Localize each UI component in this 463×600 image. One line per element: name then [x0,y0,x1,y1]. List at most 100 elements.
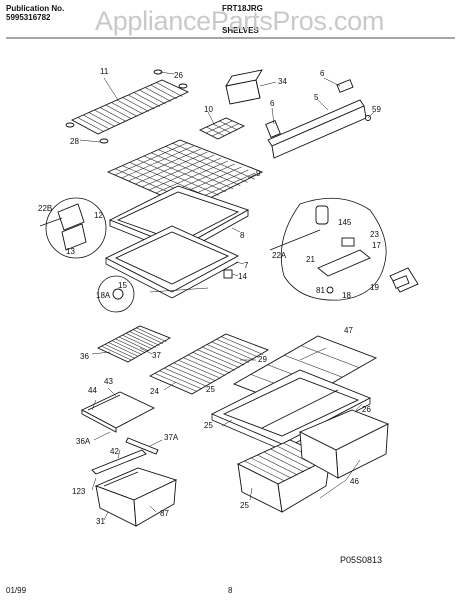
wire-line [132,329,164,344]
callout-24: 24 [150,387,159,396]
wire-line [116,99,144,115]
wire-line [133,92,161,107]
wire-line [108,342,139,357]
pan-31 [94,467,178,527]
clip-28 [65,122,75,128]
wire-line [111,340,143,355]
callout-29: 29 [258,355,267,364]
wire-line [139,89,166,105]
wire-line [114,142,187,176]
wire-line [99,107,127,122]
callout-17: 17 [372,241,381,250]
callout-19: 19 [370,283,379,292]
wire-line [221,336,264,355]
footer-date: 01/99 [6,586,27,595]
wire-line [159,370,202,390]
publication-label: Publication No. [6,4,65,13]
watermark: AppliancePartsPros.com [95,6,385,36]
bracket-22b [39,203,87,251]
callout-6: 6 [320,69,325,78]
wire-line [173,362,216,382]
rail-42 [91,449,147,475]
callout-6-b: 6 [270,99,275,108]
callout-11: 11 [100,67,109,76]
egg-tray-10 [198,117,246,140]
crisper-drawer-right [298,409,390,479]
callout-42: 42 [110,447,119,456]
publication-number: 5995316782 [6,13,51,22]
wire-line [284,354,343,378]
wire-line [88,112,116,127]
callout-12: 12 [94,211,103,220]
wire-line [128,148,201,182]
wire-line [197,349,240,369]
pan-cover-43 [80,391,156,433]
wire-shelf-36 [96,325,172,363]
callout-7: 7 [244,261,249,270]
wire-line [205,120,233,134]
clip-26 [153,69,163,75]
wire-line [187,354,231,374]
callout-37a: 37A [164,433,179,442]
rail-37a [125,437,159,455]
callout-25-c: 25 [240,501,249,510]
callout-18a: 18A [96,291,111,300]
wire-line [118,336,150,352]
wire-line [101,345,132,361]
light-cover-19 [389,267,419,293]
wire-line [211,341,254,361]
callout-59: 59 [372,105,381,114]
wire-shelf-11 [70,79,190,135]
wire-line [164,367,207,387]
model-number: FRT18JRG [222,4,263,13]
callout-15: 15 [118,281,127,290]
callout-10: 10 [204,105,213,114]
section-title: SHELVES [222,26,259,35]
page-number: 8 [228,586,233,595]
callout-13: 13 [66,247,75,256]
wire-shelf-24 [148,333,270,395]
wire-line [77,117,104,132]
callout-5: 5 [314,93,319,102]
wire-line [125,333,157,348]
wire-line [148,157,222,191]
callout-47: 47 [344,326,353,335]
wire-line [216,338,259,358]
callout-36: 36 [80,352,89,361]
wire-line [150,84,177,100]
wire-line [156,82,183,97]
clip-26b [178,83,188,89]
detail-circle-left [45,197,107,259]
crisper-cover-47 [210,335,378,451]
shelf-frame-7 [104,225,240,299]
clip-28b [99,138,109,144]
wire-line [263,451,305,473]
wire-line [83,114,110,130]
callout-23: 23 [370,230,379,239]
callout-37: 37 [152,351,161,360]
wire-line [244,460,285,482]
callout-87: 87 [160,509,169,518]
callout-21: 21 [306,255,315,264]
wire-line [128,94,155,110]
wire-line [122,334,153,350]
wire-line [142,154,215,188]
wire-line [178,359,221,379]
callout-44: 44 [88,386,97,395]
wire-line [202,346,245,366]
wire-line [168,365,212,384]
wire-line [155,160,228,194]
callout-25-b: 25 [204,421,213,430]
glass-shelf-9 [106,139,264,209]
wire-line [104,344,136,359]
wire-line [122,97,149,112]
rail-5 [265,79,367,159]
diagram-code: P05S0813 [340,555,383,565]
wire-line [144,87,172,102]
callout-26: 26 [174,71,183,80]
clip-14 [223,269,233,279]
dairy-bin-34 [225,69,263,105]
wire-line [301,345,360,368]
wire-line [136,327,167,343]
